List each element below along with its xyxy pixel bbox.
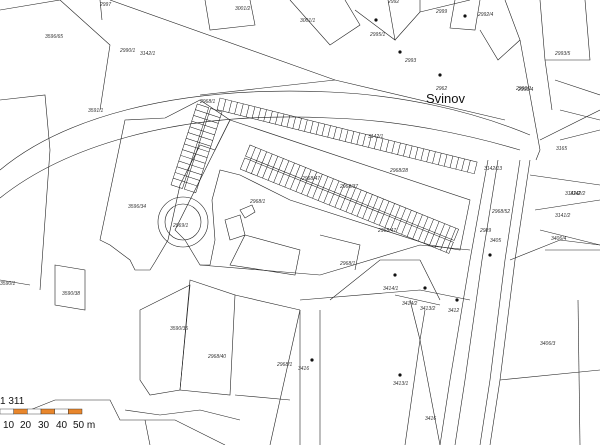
parcel-number-label: 2993/4 <box>517 87 534 93</box>
parcel-number-label: 3413/1 <box>393 381 409 387</box>
parcel-number-label: 3142/2 <box>570 191 586 197</box>
parcel-number-label: 3406/3 <box>540 341 556 347</box>
parcel-number-label: 3596/65 <box>45 34 63 40</box>
scale-tick-label: 40 <box>56 420 68 431</box>
parcel-number-label: 3141/2 <box>555 213 571 219</box>
parcel-number-label: 3412 <box>448 308 459 314</box>
scale-tick-label: 50 m <box>73 420 95 431</box>
parcel-number-label: 2999 <box>435 9 447 15</box>
parcel-number-label: 2995/1 <box>369 32 386 38</box>
parcel-number-label: 2989 <box>479 228 491 234</box>
parcel-number-label: 3590/35 <box>170 326 188 332</box>
parcel-number-label: 2968/28 <box>389 168 408 174</box>
parcel-number-label: 3142/2 <box>565 191 581 197</box>
parcel-labels: 2997 3001/2 3001/1 2992 2992/4 2993 2993/4 2995… <box>0 0 586 422</box>
parcel-number-label: 2993/1 <box>515 86 532 92</box>
parcel-number-label: 2968/47 <box>301 176 320 182</box>
parcel-number-label: 2968/40 <box>207 354 226 360</box>
scale-segment <box>68 408 83 415</box>
place-name-label: Svinov <box>426 91 466 106</box>
parcel-number-label: 3405 <box>490 238 501 244</box>
parcel-number-label: 2997 <box>99 2 111 8</box>
parcel-number-label: 3416 <box>425 416 436 422</box>
scale-segments <box>0 408 83 415</box>
parcel-number-label: 2968/47 <box>377 228 396 234</box>
scale-segment <box>54 408 69 415</box>
scale-tick-labels: 10 20 30 40 50 m <box>3 420 95 431</box>
parcel-number-label: 3142/1 <box>140 51 156 57</box>
parcel-number-label: 2990/1 <box>119 48 136 54</box>
scale-segment <box>40 408 55 415</box>
parcel-number-label: 3414/1 <box>383 286 399 292</box>
parcel-number-label: 3414/2 <box>402 301 418 307</box>
parcel-number-label: 2992/4 <box>477 12 494 18</box>
parcel-number-label: 3165 <box>556 146 567 152</box>
parcel-number-label: 2992 <box>387 0 399 5</box>
parcel-number-label: 3413/2 <box>420 306 436 312</box>
parcel-number-label: 2968/1 <box>339 261 356 267</box>
survey-points <box>310 14 492 377</box>
parcel-number-label: 2993 <box>404 58 416 64</box>
scale-ratio-label: 1 311 <box>0 396 25 407</box>
parcel-number-label: 3142/1 <box>368 134 384 140</box>
parcel-number-label: 3590/38 <box>62 291 80 297</box>
scale-tick-label: 10 <box>3 420 15 431</box>
scale-segment <box>0 408 14 415</box>
scale-segment <box>13 408 28 415</box>
parcel-number-label: 3001/1 <box>300 18 316 24</box>
scale-tick-label: 20 <box>20 420 32 431</box>
scale-tick-label: 30 <box>38 420 50 431</box>
scale-segment <box>27 408 42 415</box>
parcel-number-label: 3416 <box>298 366 309 372</box>
parcel-number-label: 2962 <box>435 86 447 92</box>
parcel-number-label: 2969/1 <box>172 223 189 229</box>
parcel-number-label: 3142/13 <box>484 166 502 172</box>
parcel-number-label: 2968/1 <box>199 99 216 105</box>
parcel-number-label: 2968/1 <box>249 199 266 205</box>
scale-bar: 1 311 10 20 30 40 50 m <box>0 396 95 431</box>
parcel-number-label: 2993/5 <box>554 51 571 57</box>
parcel-number-label: 3001/2 <box>235 6 251 12</box>
parcel-number-label: 2968/37 <box>339 184 358 190</box>
parcel-number-label: 3406/4 <box>551 236 567 242</box>
parcel-number-label: 3596/34 <box>128 204 146 210</box>
parking-rows <box>170 97 478 254</box>
parcel-number-label: 2968/1 <box>276 362 293 368</box>
parcel-number-label: 3591/1 <box>88 108 104 114</box>
parcel-number-label: 3590/1 <box>0 281 16 287</box>
parcel-number-label: 2968/52 <box>491 209 510 215</box>
